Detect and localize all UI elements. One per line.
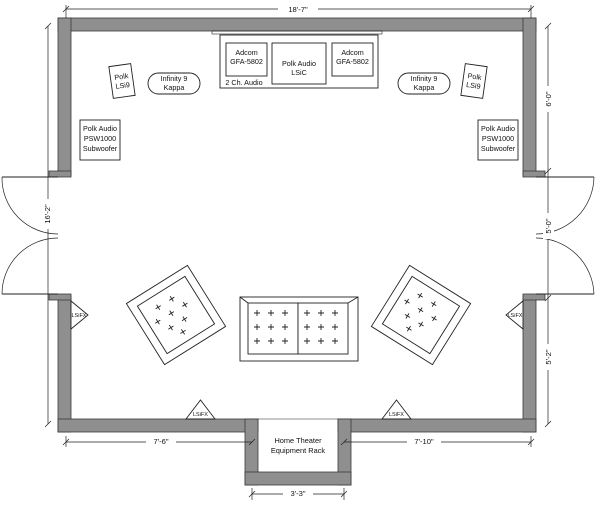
center-speaker-line1: Polk Audio — [282, 59, 316, 68]
dim-right-upper: 6'-0" — [544, 91, 553, 106]
dim-left-height: 16'-2" — [43, 204, 52, 224]
infinity-right-line1: Infinity 9 — [411, 74, 438, 83]
wall-right-upper — [522, 17, 537, 177]
amp-right-line1: Adcom — [341, 48, 363, 57]
sub-right: Polk Audio PSW1000 Subwoofer — [477, 119, 519, 161]
sub-right-line2: PSW1000 — [482, 134, 514, 143]
speaker-right-front: Polk LSi9 — [460, 63, 488, 99]
loveseat-center — [239, 296, 359, 362]
armchair-left — [125, 264, 227, 366]
equipment-rack: Home Theater Equipment Rack — [271, 436, 326, 455]
door-left — [1, 176, 59, 295]
rear-right-label: LSiFX — [389, 412, 404, 418]
rack-line2: Equipment Rack — [271, 446, 326, 455]
sub-left: Polk Audio PSW1000 Subwoofer — [79, 119, 121, 161]
surround-left: LSiFX — [70, 300, 89, 330]
two-channel-label: 2 Ch. Audio — [225, 78, 262, 87]
door-jamb-left-top — [48, 170, 72, 178]
dim-top-width: 18'-7" — [288, 5, 308, 14]
amp-right — [331, 42, 374, 77]
amp-left-line1: Adcom — [235, 48, 257, 57]
speaker-right-front-line1: Polk — [467, 71, 483, 82]
infinity-left-line2: Kappa — [164, 83, 185, 92]
armchair-right-tufts — [404, 292, 437, 332]
infinity-left-line1: Infinity 9 — [161, 74, 188, 83]
speaker-left-front-line2: LSi9 — [115, 80, 131, 91]
dim-right-door: 5'-0" — [544, 218, 553, 233]
loveseat-tufts — [254, 310, 338, 344]
wall-bottom-right — [337, 418, 537, 433]
sub-left-line2: PSW1000 — [84, 134, 116, 143]
wall-left-upper — [57, 17, 72, 177]
armchair-left-tufts — [154, 295, 188, 335]
speaker-right-front-line2: LSi9 — [466, 80, 482, 91]
sub-left-line3: Subwoofer — [83, 144, 118, 153]
amp-left — [225, 42, 268, 77]
sub-right-line1: Polk Audio — [481, 124, 515, 133]
sub-left-line1: Polk Audio — [83, 124, 117, 133]
front-equipment-cabinet: Adcom GFA-5802 Polk Audio LSiC Adcom GFA… — [211, 30, 383, 89]
surround-right: LSiFX — [505, 300, 524, 330]
speaker-left-front-line1: Polk — [114, 71, 130, 82]
amp-right-line2: GFA-5802 — [336, 57, 369, 66]
dim-bottom-alcove: 3'-3" — [290, 489, 305, 498]
surround-left-label: LSiFX — [72, 313, 87, 319]
speaker-left-front: Polk LSi9 — [108, 63, 136, 99]
infinity-right-line2: Kappa — [414, 83, 435, 92]
door-jamb-right-top — [522, 170, 546, 178]
sub-right-line3: Subwoofer — [481, 144, 516, 153]
rear-left-label: LSiFX — [193, 412, 208, 418]
wall-right-lower — [522, 295, 537, 433]
door-jamb-left-bottom — [48, 293, 72, 301]
rack-line1: Home Theater — [274, 436, 322, 445]
dim-bottom-left: 7'-6" — [153, 437, 168, 446]
wall-left-lower — [57, 295, 72, 433]
surround-right-label: LSiFX — [508, 313, 523, 319]
center-speaker — [271, 42, 327, 85]
wall-bottom-left — [57, 418, 259, 433]
infinity-right: Infinity 9 Kappa — [397, 72, 451, 95]
walls — [48, 17, 546, 486]
amp-left-line2: GFA-5802 — [230, 57, 263, 66]
armchair-right — [370, 264, 472, 366]
infinity-left: Infinity 9 Kappa — [147, 72, 201, 95]
dim-right-lower: 5'-2" — [544, 349, 553, 364]
dim-bottom-right: 7'-10" — [414, 437, 434, 446]
door-jamb-right-bottom — [522, 293, 546, 301]
center-speaker-line2: LSiC — [291, 68, 307, 77]
wall-alcove-bottom — [244, 471, 352, 486]
rear-left: LSiFX — [185, 399, 216, 420]
wall-top — [57, 17, 537, 32]
rear-right: LSiFX — [381, 399, 412, 420]
door-right — [535, 176, 595, 295]
